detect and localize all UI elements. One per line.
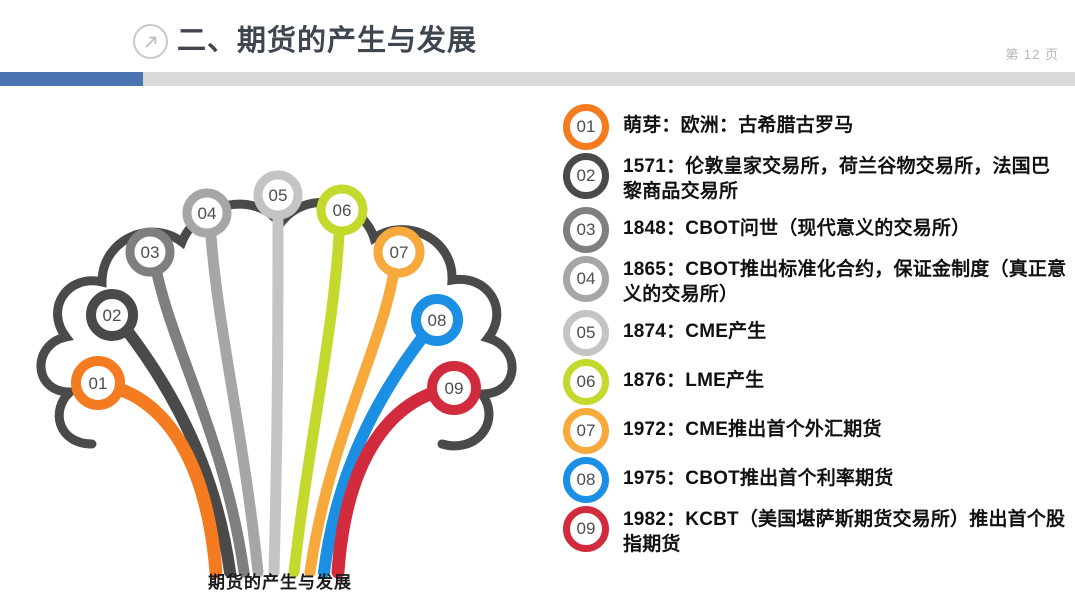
list-badge-09: 09 xyxy=(563,506,609,553)
list-badge-05: 05 xyxy=(563,310,609,357)
list-badge-04: 04 xyxy=(563,256,609,303)
list-item[interactable]: 02 1571：伦敦皇家交易所，荷兰谷物交易所，法国巴黎商品交易所 xyxy=(563,153,1068,204)
page-title: 二、期货的产生与发展 xyxy=(177,25,478,57)
list-item-label: 1982：KCBT（美国堪萨斯期货交易所）推出首个股指期货 xyxy=(623,509,1066,556)
list-item-label: 1876：LME产生 xyxy=(623,370,765,392)
node-01: 01 xyxy=(71,356,125,410)
node-02: 02 xyxy=(86,289,138,341)
svg-text:07: 07 xyxy=(390,243,409,262)
list-item-label: 1848：CBOT问世（现代意义的交易所） xyxy=(623,218,971,240)
node-04: 04 xyxy=(182,188,232,238)
timeline-list: 01 萌芽：欧洲：古希腊古罗马 02 1571：伦敦皇家交易所，荷兰谷物交易所，… xyxy=(563,104,1068,560)
list-item-label: 1571：伦敦皇家交易所，荷兰谷物交易所，法国巴黎商品交易所 xyxy=(623,156,1051,203)
list-badge-08: 08 xyxy=(563,457,609,504)
node-06: 06 xyxy=(316,184,368,236)
slide-header: 二、期货的产生与发展 第 12 页 xyxy=(0,0,1075,90)
stem-07 xyxy=(304,252,402,578)
stem-03 xyxy=(148,252,250,578)
node-05: 05 xyxy=(253,170,303,220)
stem-06 xyxy=(288,210,346,578)
svg-text:03: 03 xyxy=(141,243,160,262)
svg-text:06: 06 xyxy=(333,201,352,220)
svg-text:08: 08 xyxy=(428,311,447,330)
stem-05 xyxy=(268,196,284,578)
node-03: 03 xyxy=(125,227,175,277)
stem-04 xyxy=(204,216,264,578)
title-row: 二、期货的产生与发展 xyxy=(133,24,477,59)
list-item[interactable]: 03 1848：CBOT问世（现代意义的交易所） xyxy=(563,207,1068,254)
svg-text:04: 04 xyxy=(198,204,217,223)
list-item[interactable]: 04 1865：CBOT推出标准化合约，保证金制度（真正意义的交易所） xyxy=(563,256,1068,307)
stem-02 xyxy=(110,310,236,578)
svg-text:09: 09 xyxy=(445,379,464,398)
svg-text:01: 01 xyxy=(89,374,108,393)
list-badge-07: 07 xyxy=(563,408,609,455)
list-item[interactable]: 06 1876：LME产生 xyxy=(563,359,1068,406)
list-item-label: 1874：CME产生 xyxy=(623,321,767,343)
list-item-label: 萌芽：欧洲：古希腊古罗马 xyxy=(623,115,854,136)
node-08: 08 xyxy=(411,294,463,346)
list-item[interactable]: 09 1982：KCBT（美国堪萨斯期货交易所）推出首个股指期货 xyxy=(563,506,1068,557)
diagonal-arrow-up-right-icon xyxy=(133,24,168,59)
header-rule xyxy=(0,72,1075,86)
list-item[interactable]: 01 萌芽：欧洲：古希腊古罗马 xyxy=(563,104,1068,150)
svg-text:02: 02 xyxy=(103,306,122,325)
page-number: 第 12 页 xyxy=(1005,47,1059,62)
list-item[interactable]: 08 1975：CBOT推出首个利率期货 xyxy=(563,457,1068,504)
list-item[interactable]: 07 1972：CME推出首个外汇期货 xyxy=(563,408,1068,455)
header-rule-accent xyxy=(0,72,143,86)
list-badge-03: 03 xyxy=(563,207,609,254)
list-item[interactable]: 05 1874：CME产生 xyxy=(563,310,1068,357)
list-badge-02: 02 xyxy=(563,153,609,199)
list-item-label: 1975：CBOT推出首个利率期货 xyxy=(623,468,894,490)
list-badge-01: 01 xyxy=(563,104,609,150)
list-item-label: 1865：CBOT推出标准化合约，保证金制度（真正意义的交易所） xyxy=(623,259,1067,306)
list-item-label: 1972：CME推出首个外汇期货 xyxy=(623,419,882,441)
svg-text:05: 05 xyxy=(269,186,288,205)
list-badge-06: 06 xyxy=(563,359,609,406)
node-07: 07 xyxy=(373,226,425,278)
tree-diagram: 05 04 03 06 07 02 xyxy=(10,92,550,592)
node-09: 09 xyxy=(427,361,481,415)
